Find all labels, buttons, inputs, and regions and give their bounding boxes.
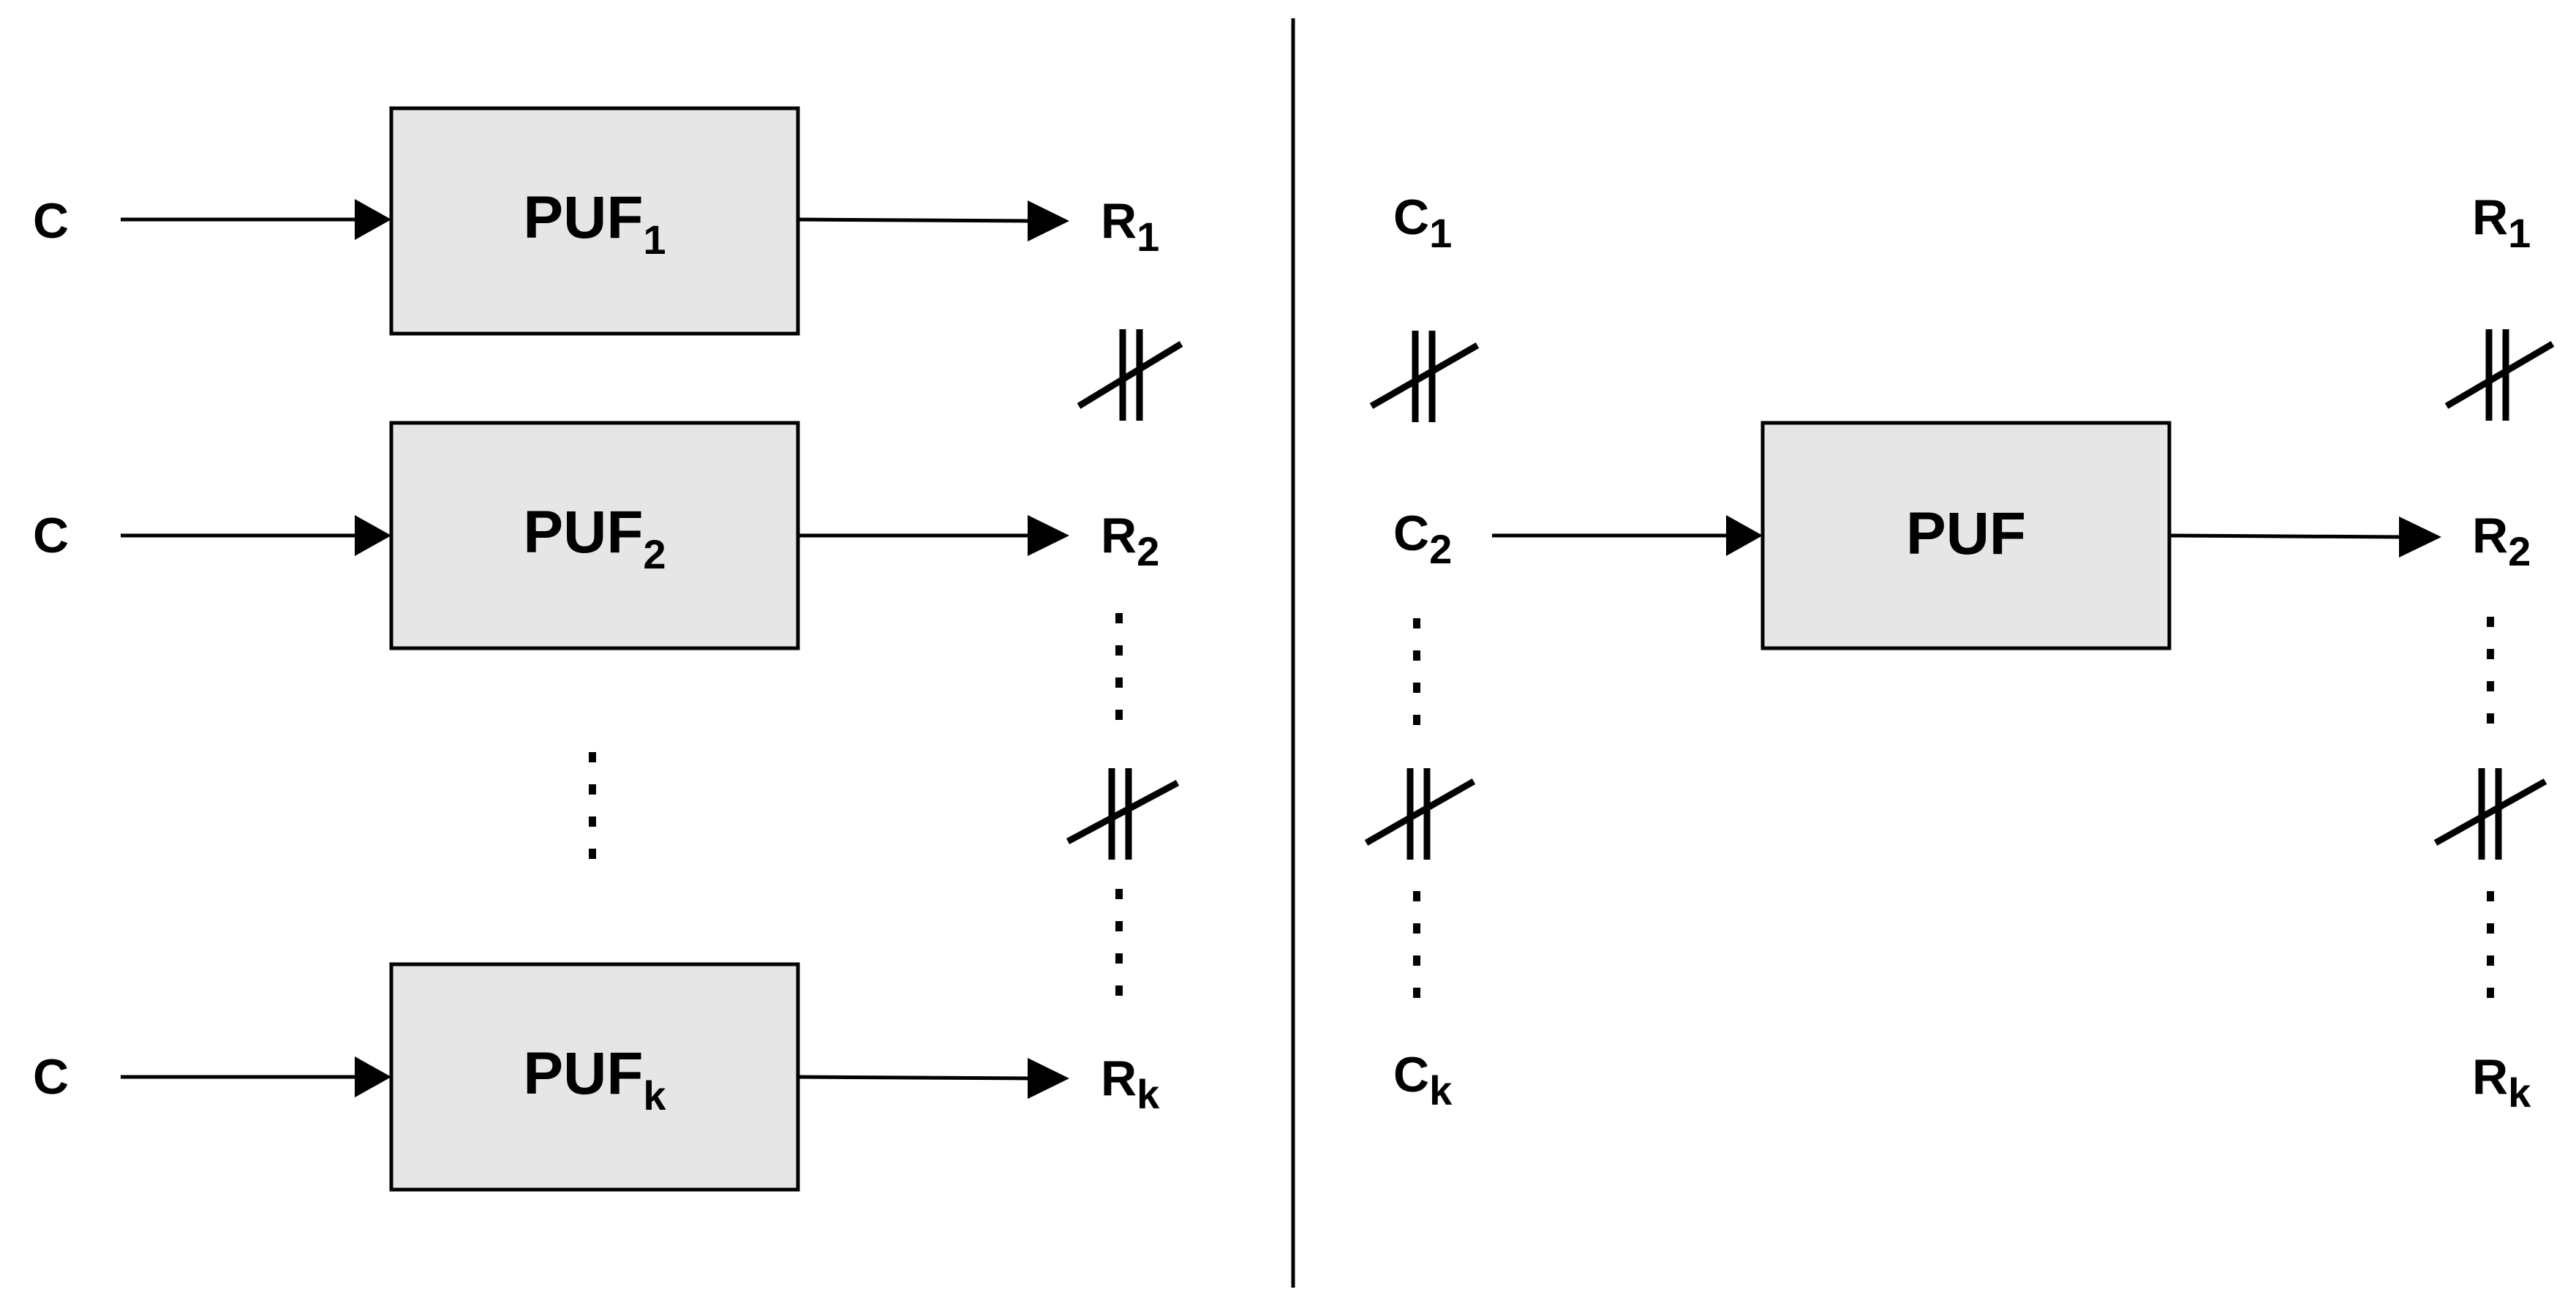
puf-box-k: [389, 962, 800, 1192]
input-arrowhead-1: [355, 199, 391, 240]
not-equal-mark-left-1: [1077, 329, 1183, 421]
left-row-1: C PUF1 R1: [33, 106, 1159, 336]
challenge-label-1: C1: [1393, 189, 1452, 256]
input-label-k: C: [33, 1049, 69, 1105]
right-response-label-2: R2: [2472, 508, 2531, 574]
input-arrowhead-k: [355, 1056, 391, 1097]
not-equal-mark-challenge-1: [1369, 331, 1480, 422]
puf-ellipsis: [589, 752, 596, 859]
output-arrowhead-2: [1028, 515, 1069, 556]
input-arrowhead-2: [355, 515, 391, 556]
puf-box-single: [1760, 421, 2172, 650]
challenge-arrowhead: [1726, 515, 1763, 556]
output-wire-1: [797, 217, 1032, 223]
input-label-2: C: [33, 508, 69, 563]
puf-box-1: [389, 106, 800, 336]
right-response-ellipsis-lower: [2487, 891, 2494, 998]
output-arrowhead-k: [1028, 1058, 1069, 1099]
challenge-label-2: C2: [1393, 506, 1452, 572]
not-equal-mark-left-2: [1066, 768, 1180, 860]
left-panel: C PUF1 R1 C PUF2 R2 C PUFk: [33, 106, 1183, 1192]
input-label-1: C: [33, 193, 69, 249]
left-row-k: C PUFk Rk: [33, 962, 1160, 1192]
right-response-ellipsis-upper: [2487, 617, 2494, 724]
response-ellipsis-upper: [1115, 613, 1123, 720]
not-equal-mark-right-1: [2444, 329, 2555, 421]
challenge-ellipsis-upper: [1413, 618, 1420, 725]
response-wire: [2169, 533, 2403, 539]
puf-label-single: PUF: [1906, 500, 2026, 567]
puf-label-1: PUF1: [523, 184, 666, 263]
puf-label-k: PUFk: [523, 1040, 666, 1119]
not-equal-mark-right-2: [2433, 768, 2547, 860]
right-response-label-1: R1: [2472, 189, 2531, 256]
puf-box-2: [389, 421, 800, 650]
output-wire-k: [797, 1075, 1032, 1081]
challenge-label-k: Ck: [1393, 1047, 1453, 1114]
left-row-2: C PUF2 R2: [33, 421, 1159, 650]
right-panel: C1 C2 Ck PUF: [1364, 189, 2555, 1116]
challenge-ellipsis-lower: [1413, 891, 1420, 998]
output-arrowhead-1: [1028, 200, 1069, 241]
response-label-k: Rk: [1101, 1051, 1160, 1117]
response-ellipsis-lower: [1115, 889, 1123, 996]
not-equal-mark-challenge-2: [1364, 768, 1476, 860]
response-label-2: R2: [1101, 508, 1159, 574]
puf-label-2: PUF2: [523, 499, 666, 577]
right-response-label-k: Rk: [2472, 1049, 2531, 1116]
response-arrowhead: [2399, 517, 2441, 557]
response-label-1: R1: [1101, 193, 1159, 260]
